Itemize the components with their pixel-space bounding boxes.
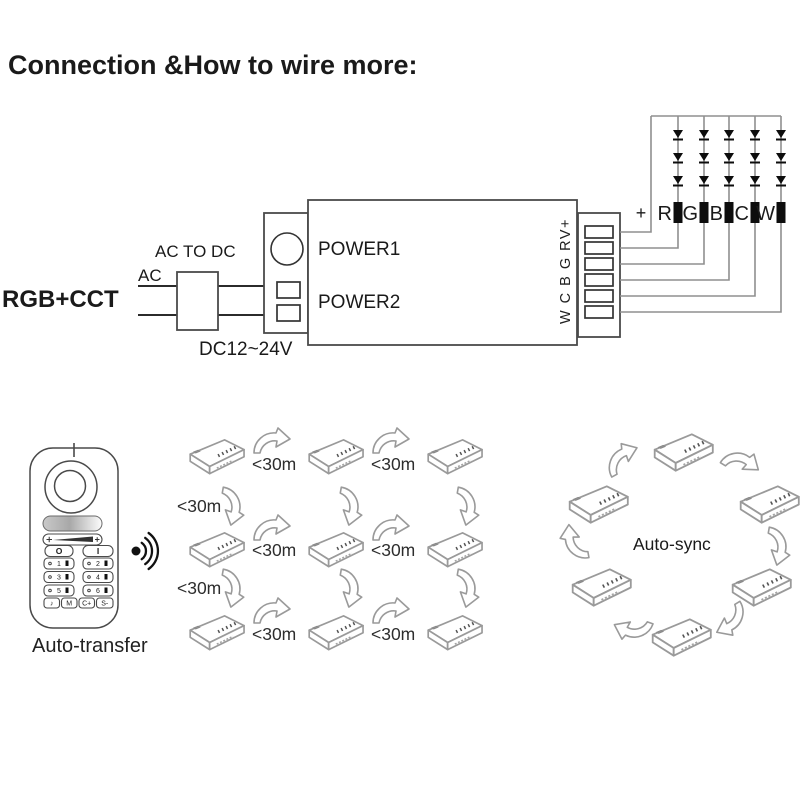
controller-box — [571, 568, 632, 607]
range-label: <30m — [252, 454, 296, 474]
ac-label: AC — [138, 266, 162, 285]
remote-control: O I 1 2 3 — [29, 443, 119, 629]
mesh-boxes — [189, 439, 483, 651]
sync-arrow-icon — [599, 437, 645, 478]
controller-box — [427, 532, 483, 568]
power2-socket-b — [276, 304, 301, 322]
range-label: <30m — [252, 540, 296, 560]
converter-label: AC TO DC — [155, 242, 236, 261]
zone-5-button: 5 — [57, 588, 61, 595]
power-buttons: O I — [44, 544, 114, 558]
auto-sync-caption: Auto-sync — [633, 534, 711, 554]
speed-up-button: C+ — [82, 601, 91, 608]
channel-label-c: C — [735, 203, 749, 225]
brightness-slider — [42, 533, 103, 546]
hop-arrow-right-icon — [372, 514, 410, 541]
channel-label-r: R — [658, 203, 672, 225]
hop-arrow-right-icon — [253, 427, 291, 454]
music-button: ♪ — [50, 601, 54, 608]
hop-arrow-down-icon — [451, 568, 484, 610]
sync-arrow-icon — [609, 610, 654, 649]
input-type-label: RGB+CCT — [2, 286, 119, 313]
terminal-channel-labels: W C B G RV+ — [558, 218, 574, 324]
output-terminal-block — [577, 212, 621, 338]
range-label: <30m — [252, 624, 296, 644]
channel-label-g: G — [682, 203, 698, 225]
positive-label: + — [636, 203, 647, 223]
brightness-wedge-icon — [53, 536, 93, 542]
wiring-diagram: RGB+CCT AC AC TO DC DC12~24V P — [2, 115, 787, 360]
controller-box — [307, 199, 578, 346]
hop-arrow-down-icon — [334, 568, 367, 610]
range-label: <30m — [371, 454, 415, 474]
channel-pads — [673, 202, 786, 223]
zone-buttons: 1 2 3 4 5 — [43, 557, 114, 597]
hop-arrow-down-icon — [451, 486, 484, 528]
ac-wires — [138, 285, 264, 316]
auto-transfer-caption: Auto-transfer — [32, 635, 148, 657]
controller-box — [653, 433, 714, 472]
range-label: <30m — [371, 540, 415, 560]
controller-box — [739, 485, 800, 524]
controller-box — [308, 615, 364, 651]
hop-arrow-down-icon — [216, 568, 249, 610]
zone-2-button: 2 — [96, 561, 100, 568]
controller-box — [308, 532, 364, 568]
channel-label-b: B — [710, 203, 723, 225]
zone-3-button: 3 — [57, 575, 61, 582]
ac-dc-converter-box — [176, 271, 219, 331]
speed-down-button: S- — [101, 601, 109, 608]
hop-arrow-down-icon — [216, 486, 249, 528]
power2-label: POWER2 — [318, 292, 400, 313]
mesh-grid-section: <30m <30m <30m <30m <30m <30m <30m <30m — [177, 427, 484, 651]
power1-socket — [270, 232, 304, 266]
cct-slider — [42, 515, 103, 532]
range-label: <30m — [371, 624, 415, 644]
led-channels: R G B C W — [658, 129, 787, 225]
power-connector-strip — [263, 212, 309, 334]
mode-button: M — [66, 601, 72, 608]
dc-voltage-label: DC12~24V — [199, 339, 293, 360]
page-title: Connection &How to wire more: — [8, 50, 418, 80]
power2-socket-a — [276, 281, 301, 299]
channel-label-w: W — [756, 203, 775, 225]
sync-arrow-icon — [557, 521, 590, 563]
hop-arrow-right-icon — [372, 427, 410, 454]
auto-sync-section: Auto-sync — [557, 433, 800, 657]
hop-arrow-right-icon — [253, 597, 291, 624]
sync-arrow-icon — [762, 526, 795, 568]
range-label: <30m — [177, 496, 221, 516]
sync-arrow-icon — [719, 440, 765, 483]
controller-box — [568, 485, 629, 524]
zone-4-button: 4 — [96, 575, 100, 582]
zone-1-button: 1 — [57, 561, 61, 568]
controller-box — [189, 615, 245, 651]
controller-box — [189, 439, 245, 475]
controller-box — [308, 439, 364, 475]
hop-arrow-right-icon — [253, 514, 291, 541]
controller-box — [651, 618, 712, 657]
signal-waves-icon — [131, 531, 160, 571]
power1-label: POWER1 — [318, 239, 400, 260]
range-label: <30m — [177, 578, 221, 598]
minus-plus-icons — [46, 536, 100, 543]
hop-arrow-right-icon — [372, 597, 410, 624]
sync-arrow-icon — [708, 600, 754, 643]
mesh-range-labels: <30m <30m <30m <30m <30m <30m <30m <30m — [177, 454, 415, 644]
zone-6-button: 6 — [96, 588, 100, 595]
hop-arrow-down-icon — [334, 486, 367, 528]
power-on-button: I — [97, 546, 99, 556]
auto-transfer-section: O I 1 2 3 — [29, 443, 160, 657]
controller-box — [731, 568, 792, 607]
controller-box — [427, 439, 483, 475]
controller-box — [427, 615, 483, 651]
power-off-button: O — [56, 546, 63, 556]
remote-bottom-buttons: ♪ M C+ S- — [43, 597, 114, 609]
controller-box — [189, 532, 245, 568]
color-wheel-inner — [53, 469, 87, 503]
